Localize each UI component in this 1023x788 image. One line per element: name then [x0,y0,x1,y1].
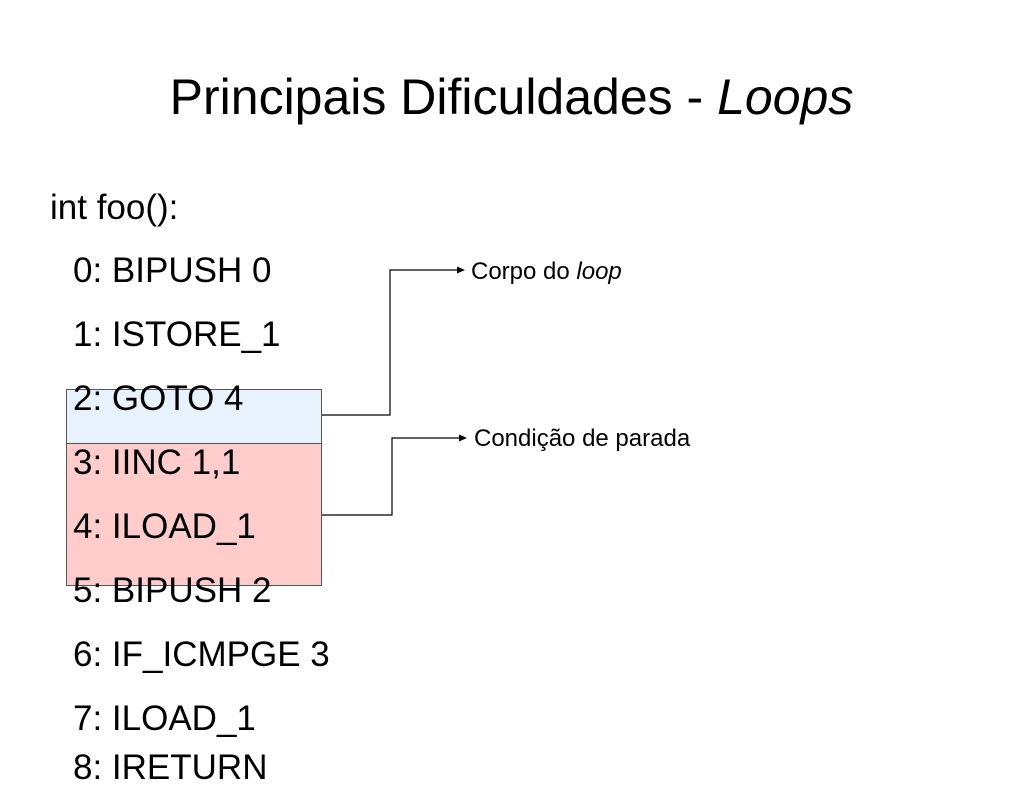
code-line: 6: IF_ICMPGE 3 [73,635,330,674]
stop-condition-connector [322,437,460,516]
loop-body-italic: loop [576,258,622,285]
loop-body-arrowhead [457,266,465,274]
code-line: 0: BIPUSH 0 [73,251,272,290]
slide-title: Principais Dificuldades - Loops [0,64,1023,130]
title-italic: Loops [717,69,854,125]
connector-arrows [322,266,467,516]
stop-condition-label: Condição de parada [474,425,691,452]
loop-body-label: Corpo do loop [471,257,622,287]
loop-body-prefix: Corpo do [471,258,577,285]
code-line: 1: ISTORE_1 [73,315,281,354]
code-line: 5: BIPUSH 2 [73,571,272,610]
title-main: Principais Dificuldades - [169,69,718,125]
code-line: 2: GOTO 4 [73,379,244,418]
code-line: 3: IINC 1,1 [73,443,241,482]
loop-body-connector [322,269,458,416]
code-header: int foo(): [50,188,179,227]
code-line: 7: ILOAD_1 [73,699,256,738]
loop-highlight-box [66,443,322,586]
code-line: 4: ILOAD_1 [73,507,256,546]
stop-condition-arrowhead [459,434,467,442]
